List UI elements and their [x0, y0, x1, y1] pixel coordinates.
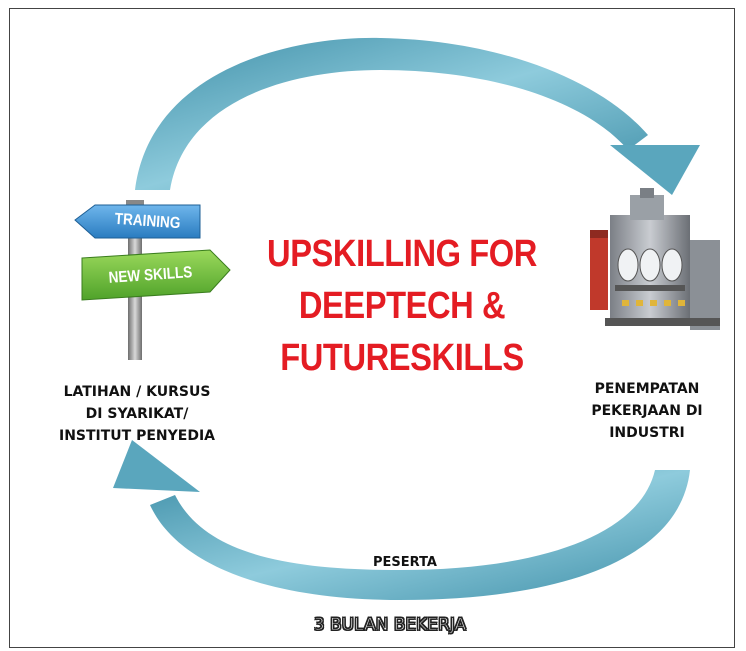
- placement-node-label: PENEMPATAN PEKERJAAN DI INDUSTRI: [563, 378, 731, 444]
- placement-node-line-3: INDUSTRI: [609, 425, 685, 441]
- placement-node-line-1: PENEMPATAN: [594, 381, 700, 397]
- title-line-3: FUTURESKILLS: [280, 337, 524, 379]
- sign-new-skills-label: NEW SKILLS: [108, 264, 193, 287]
- sign-training-label: TRAINING: [114, 210, 181, 233]
- bottom-cycle-arrow-icon: [113, 440, 690, 600]
- title-line-2: DEEPTECH &: [298, 285, 506, 327]
- training-node-line-2: DI SYARIKAT/: [85, 406, 189, 422]
- participant-label: PESERTA: [373, 555, 437, 570]
- title-line-1: UPSKILLING FOR: [267, 233, 537, 275]
- central-title: UPSKILLING FOR DEEPTECH & FUTURESKILLS: [256, 228, 548, 384]
- factory-icon: [590, 188, 720, 330]
- training-node-line-1: LATIHAN / KURSUS: [63, 384, 211, 400]
- training-node-label: LATIHAN / KURSUS DI SYARIKAT/ INSTITUT P…: [22, 381, 252, 447]
- duration-label: 3 BULAN BEKERJA: [313, 615, 467, 636]
- training-node-line-3: INSTITUT PENYEDIA: [58, 428, 216, 444]
- placement-node-line-2: PEKERJAAN DI: [591, 403, 703, 419]
- signpost-icon: [74, 200, 231, 360]
- top-cycle-arrow-icon: [135, 37, 700, 195]
